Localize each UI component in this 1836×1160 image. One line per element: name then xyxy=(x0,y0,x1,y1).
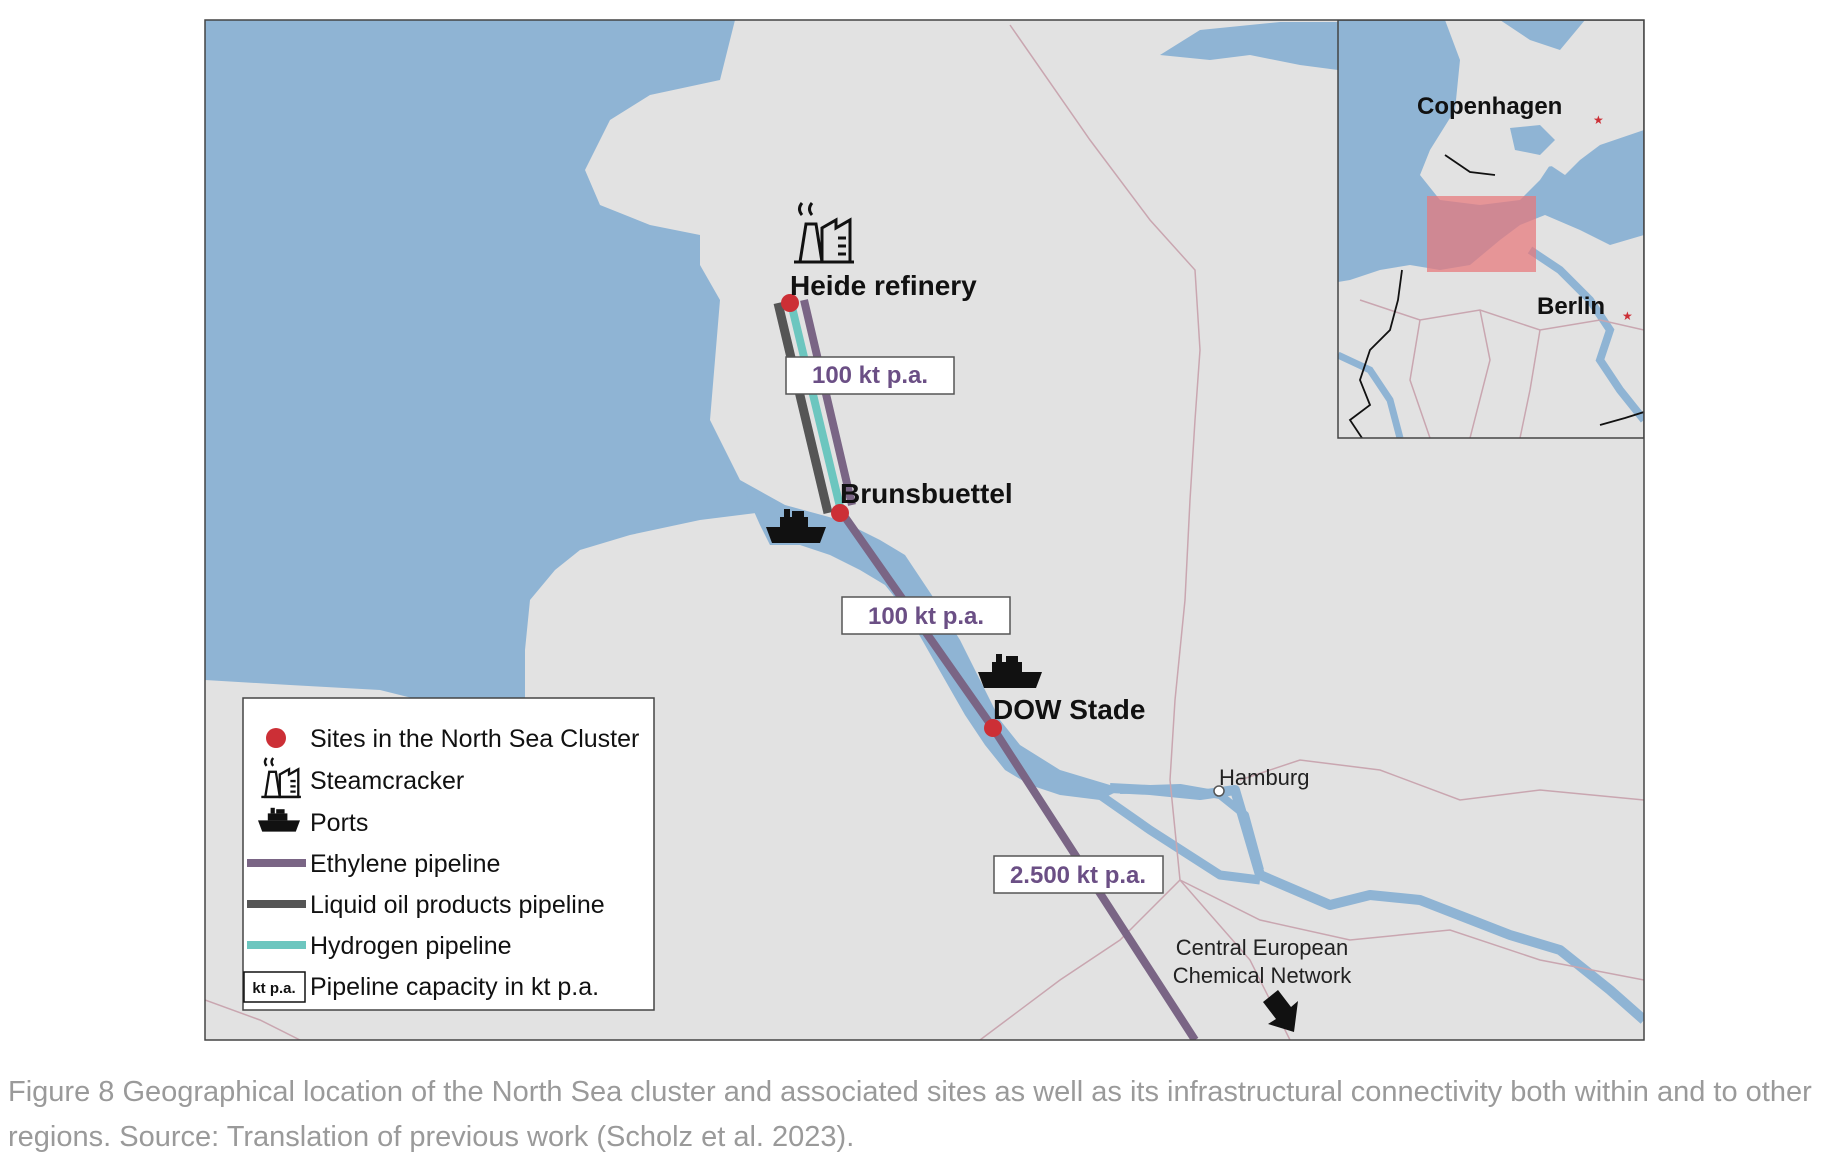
site-label-brunsbuettel: Brunsbuettel xyxy=(840,478,1013,509)
network-label-line2: Chemical Network xyxy=(1173,963,1352,988)
legend-ports-label: Ports xyxy=(310,809,368,837)
legend-capacity-label: Pipeline capacity in kt p.a. xyxy=(310,973,599,1001)
site-marker-brunsbuettel xyxy=(831,504,849,522)
network-label-line1: Central European xyxy=(1176,935,1348,960)
legend-liquid-oil-label: Liquid oil products pipeline xyxy=(310,891,605,919)
site-label-heide: Heide refinery xyxy=(790,270,977,301)
north-sea xyxy=(205,20,780,720)
inset-label-berlin: Berlin xyxy=(1537,293,1605,320)
capacity-label-1: 100 kt p.a. xyxy=(785,356,955,395)
legend-capacity-badge xyxy=(243,971,306,1003)
figure-caption: Figure 8 Geographical location of the No… xyxy=(8,1076,1812,1153)
network-arrow-icon xyxy=(1263,990,1298,1032)
legend-capacity-badge-text: kt p.a. xyxy=(252,980,295,997)
svg-text:100 kt p.a.: 100 kt p.a. xyxy=(868,603,984,630)
inset-map: Copenhagen Berlin ★ ★ xyxy=(1338,20,1644,438)
elbe-river xyxy=(1109,783,1644,1024)
legend-steamcracker-label: Steamcracker xyxy=(310,767,464,795)
site-marker-stade xyxy=(984,719,1002,737)
legend-site-marker xyxy=(266,728,286,748)
legend-steamcracker-icon xyxy=(261,757,301,799)
hamburg-marker xyxy=(1213,785,1225,797)
capacity-label-3: 2.500 kt p.a. xyxy=(993,855,1164,894)
site-marker-heide xyxy=(781,294,799,312)
inset-frame xyxy=(1337,20,1644,439)
berlin-star-icon: ★ xyxy=(1622,309,1633,323)
svg-text:100 kt p.a.: 100 kt p.a. xyxy=(812,362,928,389)
svg-text:2.500 kt p.a.: 2.500 kt p.a. xyxy=(1010,862,1146,889)
legend-hydrogen-label: Hydrogen pipeline xyxy=(310,932,512,960)
site-label-stade: DOW Stade xyxy=(993,694,1145,725)
copenhagen-star-icon: ★ xyxy=(1593,113,1604,127)
legend: Sites in the North Sea Cluster Steamcrac… xyxy=(242,697,655,1011)
steamcracker-icon xyxy=(794,202,854,264)
map-area: 100 kt p.a. 100 kt p.a. 2.500 kt p.a. xyxy=(205,20,1644,1040)
river-branch xyxy=(1048,770,1261,885)
baltic-sea xyxy=(1160,22,1338,70)
legend-ethylene-label: Ethylene pipeline xyxy=(310,850,500,878)
hydrogen-pipeline xyxy=(787,302,845,512)
map-figure: 100 kt p.a. 100 kt p.a. 2.500 kt p.a. xyxy=(204,19,1645,1041)
map-frame xyxy=(204,19,1645,1041)
capacity-label-2: 100 kt p.a. xyxy=(841,596,1011,635)
city-label-hamburg: Hamburg xyxy=(1219,765,1309,790)
legend-ship-icon xyxy=(258,807,300,832)
inset-label-copenhagen: Copenhagen xyxy=(1417,93,1562,120)
legend-sites-label: Sites in the North Sea Cluster xyxy=(310,725,639,753)
port-ship-stade xyxy=(978,654,1042,688)
liquid-oil-pipeline xyxy=(773,301,833,515)
port-ship-brunsbuettel xyxy=(766,509,826,543)
southwest-coast xyxy=(530,545,660,720)
ethylene-pipeline-north xyxy=(800,299,856,506)
inset-highlight xyxy=(1427,196,1536,272)
